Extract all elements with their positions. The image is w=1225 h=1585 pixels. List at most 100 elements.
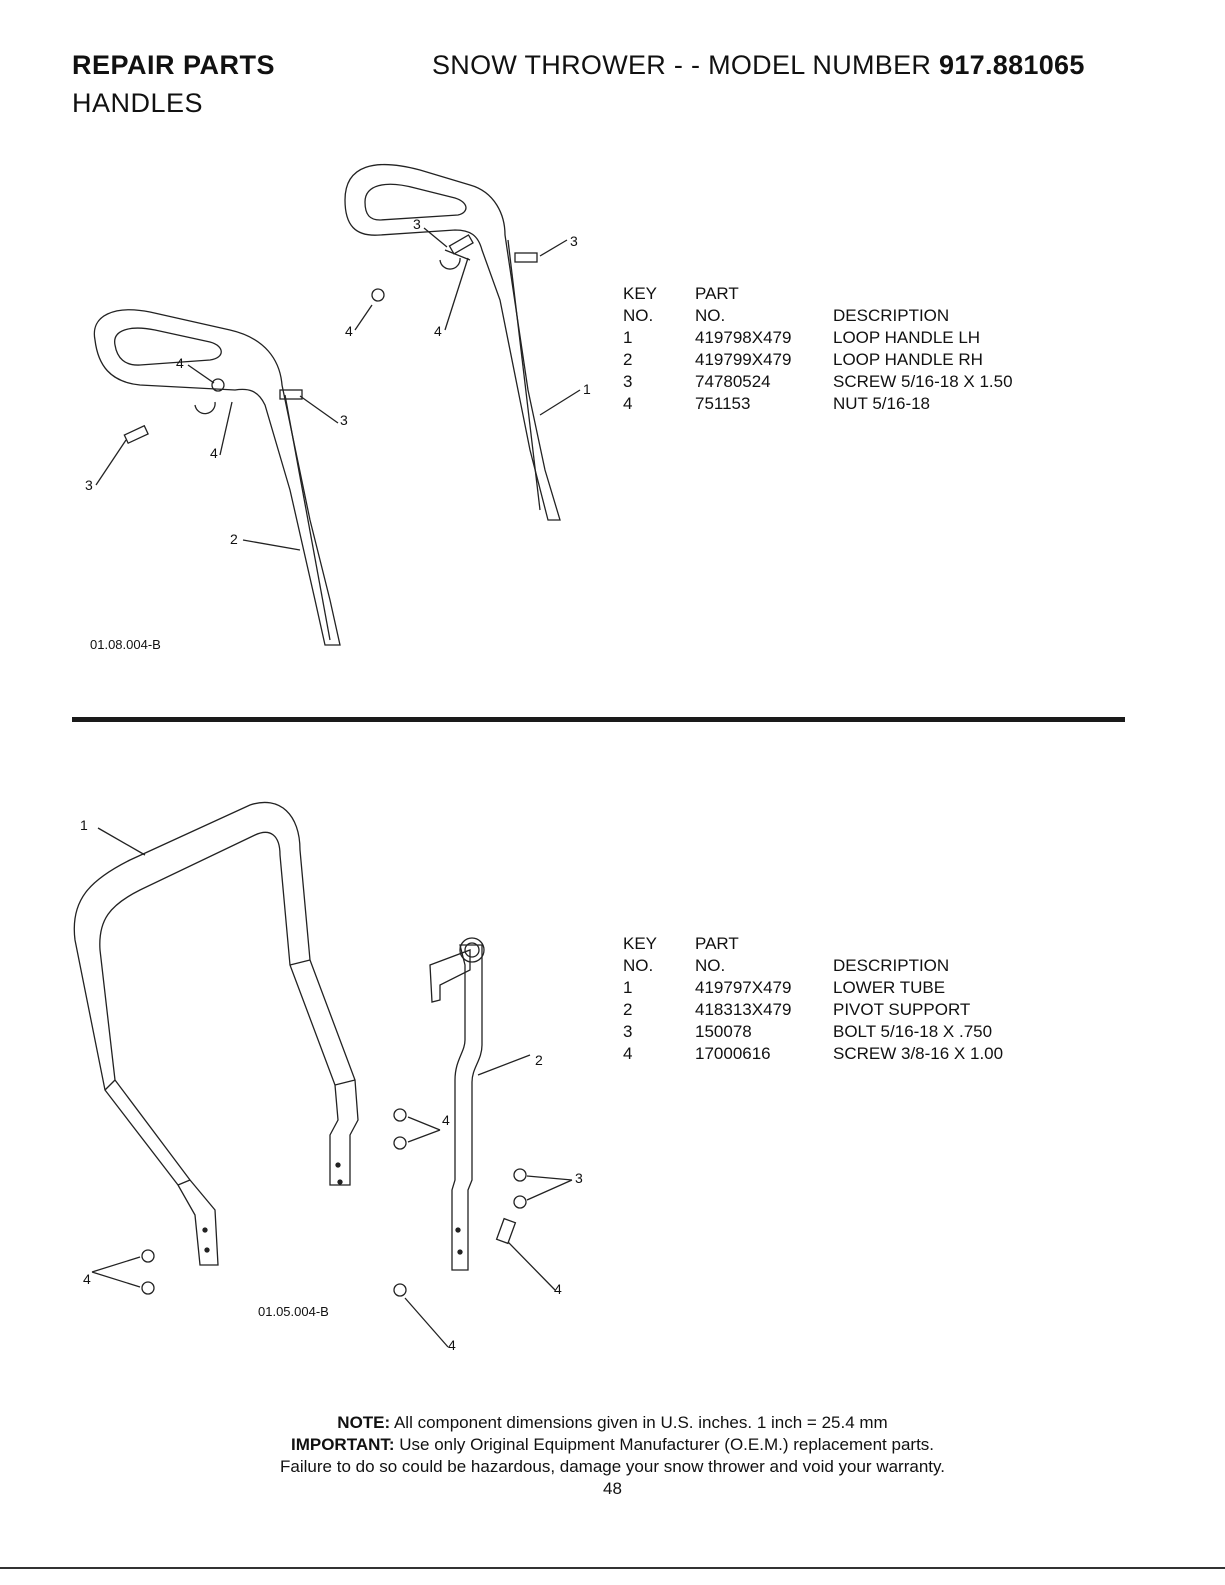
- screw-icon: [495, 1217, 517, 1245]
- loop-handle-lh-outline: [344, 163, 561, 521]
- col-desc-head: DESCRIPTION: [833, 306, 950, 325]
- table-row: 2 418313X479 PIVOT SUPPORT: [623, 999, 1143, 1021]
- col-key-head: NO.: [623, 306, 654, 325]
- important-text: Use only Original Equipment Manufacturer…: [394, 1435, 935, 1454]
- note-text: All component dimensions given in U.S. i…: [390, 1413, 888, 1432]
- key-cell: 4: [623, 1044, 633, 1063]
- loop-handles-diagram: 3 3 4 4 1 4 3 4 3 2: [85, 163, 591, 646]
- table-row: 4 17000616 SCREW 3/8-16 X 1.00: [623, 1043, 1143, 1065]
- part-cell: 419798X479: [695, 328, 792, 347]
- loop-handle-lh-tube-end: [439, 249, 471, 270]
- callout-label: 4: [176, 355, 184, 371]
- key-cell: 1: [623, 328, 633, 347]
- bolt-icon: [393, 1136, 407, 1150]
- col-part-head: PART: [695, 284, 739, 303]
- key-cell: 3: [623, 1022, 633, 1041]
- desc-cell: PIVOT SUPPORT: [833, 1000, 971, 1019]
- key-cell: 1: [623, 978, 633, 997]
- lower-tube-diagram: 1 2 4 3 4 4 4: [73, 801, 583, 1353]
- nut-icon: [393, 1283, 407, 1297]
- pivot-support-bracket: [429, 949, 471, 1003]
- desc-cell: SCREW 5/16-18 X 1.50: [833, 372, 1013, 391]
- lower-tube-outline: [73, 801, 359, 1266]
- note-line: NOTE: All component dimensions given in …: [0, 1412, 1225, 1434]
- col-part-head: PART: [695, 934, 739, 953]
- model-heading: SNOW THROWER - - MODEL NUMBER 917.881065: [432, 50, 1085, 81]
- important-line: IMPORTANT: Use only Original Equipment M…: [0, 1434, 1225, 1456]
- col-key-head: KEY: [623, 284, 658, 303]
- important-label: IMPORTANT:: [290, 1435, 395, 1454]
- col-part-head: NO.: [695, 306, 726, 325]
- desc-cell: BOLT 5/16-18 X .750: [833, 1022, 993, 1041]
- screw-icon: [279, 389, 303, 400]
- table-row: 3 74780524 SCREW 5/16-18 X 1.50: [623, 371, 1143, 393]
- table-row: 1 419798X479 LOOP HANDLE LH: [623, 327, 1143, 349]
- callout-label: 2: [230, 531, 238, 547]
- loop-handle-rh-inner: [114, 327, 222, 366]
- col-desc-head: DESCRIPTION: [833, 956, 950, 975]
- callout-label: 1: [80, 817, 88, 833]
- desc-cell: LOOP HANDLE RH: [833, 350, 983, 369]
- table-row: 1 419797X479 LOWER TUBE: [623, 977, 1143, 999]
- pivot-support-outline: [451, 944, 483, 1271]
- screw-icon: [123, 424, 149, 445]
- notes-block: NOTE: All component dimensions given in …: [0, 1412, 1225, 1478]
- figure-code: 01.08.004-B: [90, 637, 161, 652]
- table-row: 3 150078 BOLT 5/16-18 X .750: [623, 1021, 1143, 1043]
- callout-label: 4: [554, 1281, 562, 1297]
- figure-code: 01.05.004-B: [258, 1304, 329, 1319]
- callout-label: 4: [83, 1271, 91, 1287]
- callout-label: 1: [583, 381, 591, 397]
- section-divider: [72, 717, 1125, 722]
- screw-icon: [141, 1281, 155, 1295]
- callout-label: 3: [85, 477, 93, 493]
- model-prefix: SNOW THROWER - - MODEL NUMBER: [432, 50, 939, 80]
- desc-cell: LOOP HANDLE LH: [833, 328, 981, 347]
- callout-label: 4: [210, 445, 218, 461]
- desc-cell: LOWER TUBE: [833, 978, 946, 997]
- part-cell: 751153: [695, 394, 751, 413]
- model-number: 917.881065: [939, 50, 1085, 80]
- nut-icon: [371, 288, 385, 302]
- loop-handle-lh-inner: [364, 183, 467, 221]
- callout-label: 3: [413, 216, 421, 232]
- callout-label: 4: [434, 323, 442, 339]
- desc-cell: SCREW 3/8-16 X 1.00: [833, 1044, 1004, 1063]
- table-row: 4 751153 NUT 5/16-18: [623, 393, 1143, 415]
- col-part-head: NO.: [695, 956, 726, 975]
- key-cell: 2: [623, 350, 633, 369]
- bottom-rule: [0, 1567, 1225, 1569]
- warning-line: Failure to do so could be hazardous, dam…: [280, 1457, 945, 1476]
- screw-icon: [448, 234, 474, 255]
- part-cell: 419797X479: [695, 978, 792, 997]
- part-cell: 150078: [695, 1022, 752, 1041]
- nut-icon: [211, 378, 225, 392]
- callout-label: 2: [535, 1052, 543, 1068]
- table-row: 2 419799X479 LOOP HANDLE RH: [623, 349, 1143, 371]
- bolt-icon: [393, 1108, 407, 1122]
- bolt-icon: [513, 1195, 527, 1209]
- key-cell: 2: [623, 1000, 633, 1019]
- callout-label: 3: [575, 1170, 583, 1186]
- key-cell: 3: [623, 372, 633, 391]
- part-cell: 74780524: [695, 372, 771, 391]
- note-label: NOTE:: [337, 1413, 391, 1432]
- part-cell: 418313X479: [695, 1000, 792, 1019]
- parts-table-lower-tube: KEY PART NO. NO. DESCRIPTION 1 419797X479 LOW…: [623, 933, 1143, 1065]
- callout-label: 4: [448, 1337, 456, 1353]
- repair-parts-heading: REPAIR PARTS: [72, 50, 276, 80]
- section-title: HANDLES: [72, 88, 204, 118]
- part-cell: 17000616: [695, 1044, 771, 1063]
- callout-label: 3: [570, 233, 578, 249]
- callout-label: 3: [340, 412, 348, 428]
- loop-handle-rh-outline: [93, 309, 341, 646]
- callout-label: 4: [442, 1112, 450, 1128]
- desc-cell: NUT 5/16-18: [833, 394, 931, 413]
- screw-icon: [141, 1249, 155, 1263]
- part-cell: 419799X479: [695, 350, 792, 369]
- key-cell: 4: [623, 394, 633, 413]
- col-key-head: KEY: [623, 934, 658, 953]
- screw-icon: [514, 252, 538, 263]
- col-key-head: NO.: [623, 956, 654, 975]
